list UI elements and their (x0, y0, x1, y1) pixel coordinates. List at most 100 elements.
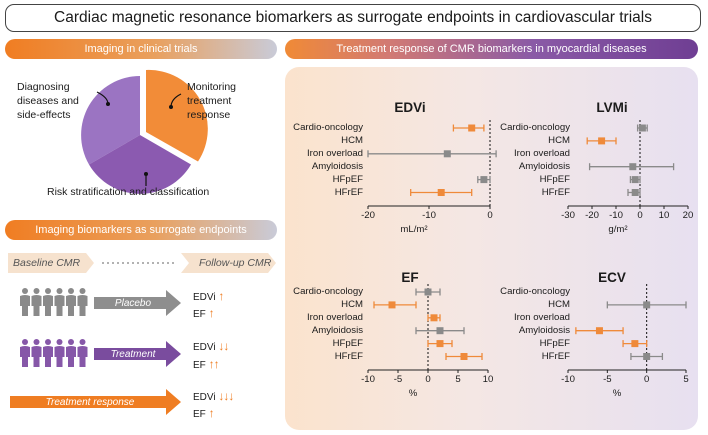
response-edvi: EDVi ↓↓↓ (193, 389, 234, 403)
category-label: Cardio-oncology (293, 286, 363, 297)
person-icon (43, 339, 53, 367)
x-tick-label: 10 (482, 374, 494, 385)
pie-slice-monitoring (146, 69, 208, 162)
chart-title-lvmi: LVMi (596, 100, 628, 115)
treatment-label: Treatment (110, 349, 156, 360)
followup-label: Follow-up CMR (199, 257, 272, 269)
category-label: HFpEF (332, 173, 363, 185)
category-label: Iron overload (307, 147, 363, 159)
treatment-arrow (94, 341, 181, 367)
pie-label-risk: Risk stratification and classification (47, 186, 210, 198)
category-label: HCM (548, 298, 570, 310)
pie-label-diagnosing: Diagnosing diseases and side-effects (17, 81, 79, 121)
category-label: HFrEF (541, 350, 570, 362)
category-label: HFpEF (332, 337, 363, 349)
category-label: Amyloidosis (311, 324, 363, 336)
x-tick-label: -10 (609, 210, 623, 221)
effect-estimate (452, 124, 485, 132)
x-tick-label: 0 (637, 210, 643, 221)
x-tick-label: 5 (455, 374, 461, 385)
chart-title-ecv: ECV (598, 270, 626, 285)
person-icon (77, 339, 88, 367)
effect-estimate (415, 327, 465, 335)
down-arrow-icon: ↓↓ (218, 339, 229, 353)
category-label: HCM (341, 298, 363, 310)
category-label: Cardio-oncology (293, 122, 363, 133)
effect-estimate (588, 163, 675, 171)
treatment-response-label: Treatment response (45, 397, 135, 408)
effect-estimate (627, 189, 641, 196)
pie-slice-diagnosing (81, 76, 140, 165)
x-axis-label: g/m² (608, 224, 628, 235)
x-tick-label: -20 (585, 210, 599, 221)
main-title: Cardiac magnetic resonance biomarkers as… (5, 4, 701, 32)
x-tick-label: -5 (393, 374, 403, 385)
person-icon (31, 339, 42, 367)
effect-estimate (586, 137, 617, 145)
x-axis-label: mL/m² (400, 224, 428, 235)
pointer-dot (106, 102, 110, 106)
person-icon (31, 288, 42, 316)
category-label: HFrEF (334, 350, 363, 362)
baseline-label: Baseline CMR (13, 257, 81, 269)
placebo-arrow (94, 290, 181, 316)
person-icon (20, 339, 30, 367)
category-label: Amyloidosis (311, 160, 363, 172)
down-arrow-icon: ↓↓↓ (218, 389, 234, 403)
effect-estimate (367, 150, 497, 158)
placebo-edvi: EDVi ↑ (193, 289, 224, 303)
category-label: HFpEF (539, 173, 570, 185)
x-tick-label: -10 (422, 210, 436, 221)
treatment-group-icon (20, 339, 88, 367)
up-arrow-icon: ↑ (218, 289, 224, 303)
person-icon (54, 288, 65, 316)
pie-label-monitoring: Monitoring treatment response (187, 81, 237, 121)
category-label: HFrEF (541, 186, 570, 198)
person-icon (43, 288, 53, 316)
placebo-group-icon (20, 288, 88, 316)
placebo-ef: EF ↑ (193, 306, 215, 320)
pointer-dot (169, 105, 173, 109)
up-arrow-icon: ↑ (208, 306, 215, 320)
effect-estimate (427, 340, 453, 348)
x-tick-label: 0 (643, 374, 650, 385)
person-icon (20, 288, 30, 316)
effect-estimate (575, 327, 624, 335)
pointer-dot (144, 172, 148, 176)
x-tick-label: -10 (561, 374, 575, 385)
followup-chevron (181, 253, 276, 273)
pie-diagram (81, 69, 208, 194)
category-label: Iron overload (514, 311, 570, 323)
up-arrow-icon: ↑↑ (208, 357, 220, 371)
x-tick-label: -30 (561, 210, 575, 221)
x-tick-label: 20 (682, 210, 694, 221)
chart-title-ef: EF (401, 270, 419, 285)
x-tick-label: -5 (603, 374, 612, 385)
effect-estimate (427, 314, 441, 322)
x-tick-label: -10 (361, 374, 375, 385)
imaging-clinical-trials-banner: Imaging in clinical trials (5, 39, 277, 59)
category-label: Iron overload (514, 147, 570, 159)
x-tick-label: 10 (658, 210, 670, 221)
chart-title-edvi: EDVi (394, 100, 426, 115)
effect-estimate (477, 176, 491, 184)
x-tick-label: 0 (425, 374, 431, 385)
person-icon (66, 339, 76, 367)
category-label: Cardio-oncology (500, 122, 570, 133)
x-tick-label: 5 (683, 374, 689, 385)
effect-estimate (622, 340, 648, 348)
effect-estimate (636, 124, 648, 132)
category-label: Amyloidosis (518, 324, 570, 336)
person-icon (66, 288, 76, 316)
category-label: Iron overload (307, 311, 363, 323)
effect-estimate (630, 353, 664, 360)
person-icon (54, 339, 65, 367)
category-label: HFpEF (539, 337, 570, 349)
effect-estimate (606, 301, 687, 309)
placebo-label: Placebo (114, 298, 152, 309)
effect-estimate (415, 288, 441, 296)
x-axis-label: % (408, 388, 418, 399)
